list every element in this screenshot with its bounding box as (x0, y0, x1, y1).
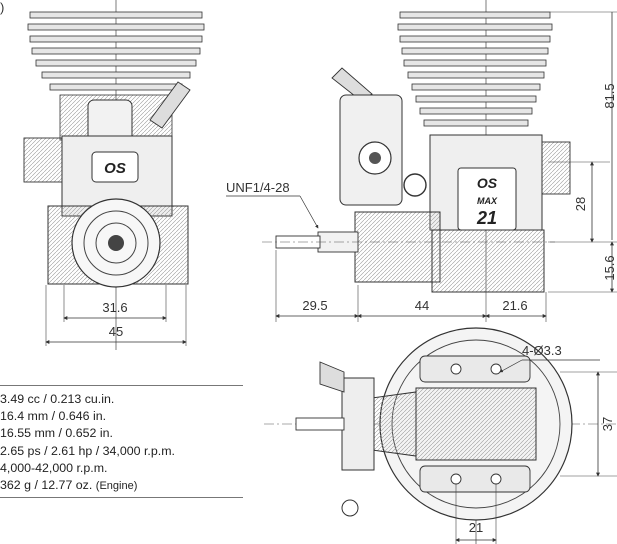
bottom-lug-bottom (419, 465, 531, 493)
bottom-lug-top (419, 355, 531, 383)
dim-height-total: 81.5 (602, 83, 617, 108)
front-cooling-fins (27, 11, 205, 91)
dim-height-low: 15.6 (602, 255, 617, 280)
bottom-view: 4-Ø3.3 37 21 (264, 327, 617, 544)
dim-shaft-length: 29.5 (302, 298, 327, 313)
bottom-needle (319, 361, 345, 393)
bottom-front-housing (371, 391, 417, 457)
spec-row-weight: 362 g / 12.77 oz. (Engine) (0, 477, 245, 495)
dim-rear-length: 21.6 (502, 298, 527, 313)
spec-row-displacement: 3.49 cc / 0.213 cu.in. (0, 392, 115, 406)
bottom-fins (415, 387, 537, 461)
needle-valve (149, 81, 191, 129)
spec-row-rpm-range: 4,000-42,000 r.p.m. (0, 460, 108, 475)
hole-spec: 4-Ø3.3 (522, 343, 562, 358)
side-crankcase-lower (431, 229, 545, 293)
mount-hole (490, 473, 502, 485)
glow-plug-fitting (403, 173, 427, 197)
specs-bottom-rule (0, 497, 243, 498)
side-exhaust (539, 141, 571, 195)
crankshaft (108, 235, 124, 251)
spec-weight-note: (Engine) (95, 480, 138, 493)
side-logo: OS (477, 175, 498, 191)
bottom-carb-body (341, 377, 375, 471)
mount-hole (450, 363, 462, 375)
side-logo-sub: MAX (477, 196, 498, 206)
panel-label: ) (0, 0, 4, 15)
side-cooling-fins (397, 11, 553, 127)
spec-weight-value: 362 g / 12.77 oz. (0, 478, 93, 493)
dim-height-mid: 28 (573, 197, 588, 211)
side-view: OS MAX 21 UNF1/4-28 29.5 44 21.6 28 15.6… (226, 0, 617, 322)
mount-hole (490, 363, 502, 375)
exhaust-port (23, 137, 65, 183)
dim-mount-spacing: 21 (469, 520, 483, 535)
dim-front-outer: 45 (109, 324, 123, 339)
front-housing (354, 211, 441, 283)
thread-label: UNF1/4-28 (226, 180, 290, 195)
mount-hole (450, 473, 462, 485)
bottom-crankshaft (295, 417, 345, 431)
front-view: OS 31.6 45 (23, 0, 205, 350)
front-logo: OS (104, 160, 126, 177)
spec-row-bore: 16.4 mm / 0.646 in. (0, 409, 107, 424)
front-logo-plate (91, 151, 139, 183)
spec-row-stroke: 16.55 mm / 0.652 in. (0, 426, 113, 441)
dim-front-inner: 31.6 (102, 300, 127, 315)
specs-top-rule (0, 385, 243, 386)
dim-mount-width: 37 (600, 417, 615, 431)
dim-body-length: 44 (415, 298, 429, 313)
bottom-glow-fitting (341, 499, 359, 517)
side-logo-model: 21 (476, 208, 497, 228)
specs-table: 3.49 cc / 0.213 cu.in. 16.4 mm / 0.646 i… (0, 391, 245, 495)
spec-row-output: 2.65 ps / 2.61 hp / 34,000 r.p.m. (0, 443, 175, 458)
